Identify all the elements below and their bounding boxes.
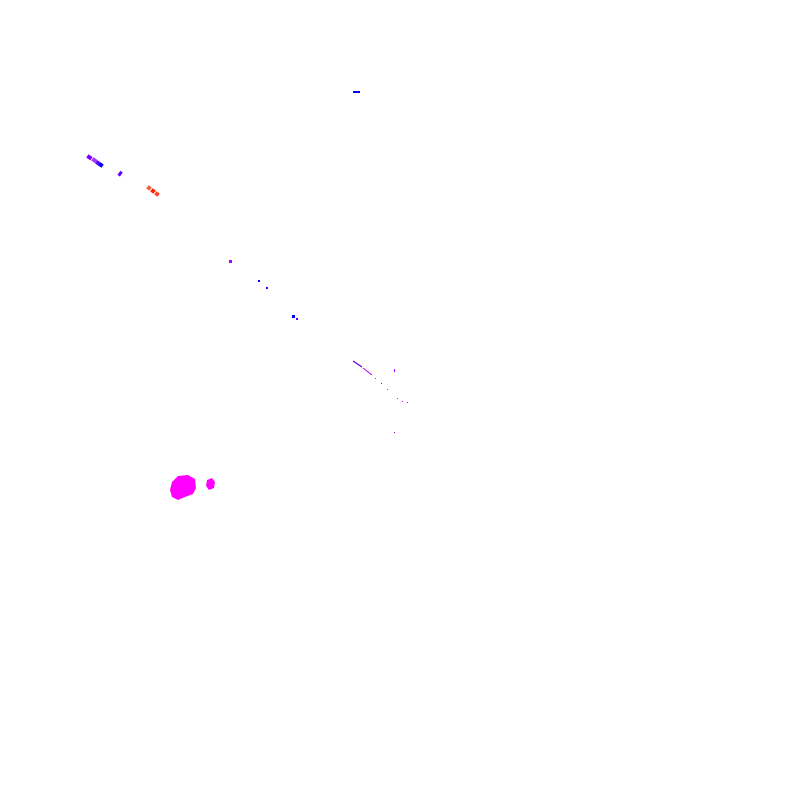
dot xyxy=(402,401,403,402)
dot xyxy=(229,260,232,263)
dot xyxy=(397,398,398,399)
diagonal-dots xyxy=(229,260,298,320)
dot xyxy=(394,432,395,433)
streak-mark xyxy=(86,154,93,161)
streak-mark xyxy=(98,162,104,168)
dot xyxy=(394,369,395,372)
dot xyxy=(296,318,298,320)
line-fragment xyxy=(352,360,363,368)
dot xyxy=(266,287,268,289)
small-magenta-blob xyxy=(206,478,215,490)
dot xyxy=(375,378,376,379)
line-fragment xyxy=(362,367,373,376)
upper-left-streak-cluster xyxy=(86,154,160,197)
streak-mark xyxy=(91,157,98,164)
large-magenta-blob xyxy=(170,475,196,500)
streak-mark xyxy=(150,188,156,194)
center-line-fragments xyxy=(352,360,408,433)
streak-mark xyxy=(154,191,160,197)
dot xyxy=(387,389,388,390)
magenta-blob-cluster xyxy=(170,475,215,500)
dot xyxy=(381,383,382,384)
dot xyxy=(292,315,295,318)
dot xyxy=(407,402,408,403)
streak-mark xyxy=(146,185,152,191)
dot xyxy=(258,280,260,282)
blue-dash-mark xyxy=(353,91,360,93)
streak-mark xyxy=(117,170,123,177)
